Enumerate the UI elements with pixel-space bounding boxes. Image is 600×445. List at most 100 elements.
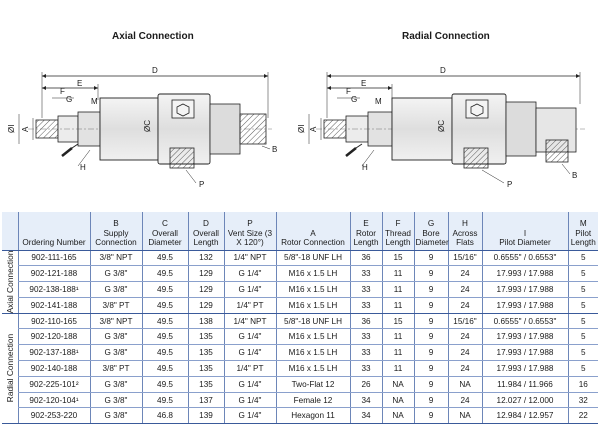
cell-ordering-number: 902-253-220: [17, 407, 90, 425]
cell-overall-length: 135: [187, 376, 224, 393]
cell-pilot-diameter: 0.6555" / 0.6553": [481, 313, 568, 330]
cell-ordering-number: 902-140-188: [17, 360, 90, 377]
axial-label-b: B: [272, 145, 277, 154]
cell-pilot-length: 5: [567, 360, 598, 377]
cell-rotor-connection: 5/8"-18 UNF LH: [275, 313, 350, 330]
cell-vent-size: 1/4" PT: [223, 297, 276, 314]
cell-pilot-diameter: 17.993 / 17.988: [481, 360, 568, 377]
group-label-cell: Axial Connection: [2, 250, 18, 314]
cell-thread-length: 11: [381, 344, 414, 362]
cell-overall-diameter: 49.5: [141, 297, 188, 314]
cell-supply-connection: 3/8" NPT: [89, 250, 142, 267]
cell-thread-length: 15: [381, 250, 414, 267]
axial-label-m: M: [91, 97, 98, 106]
cell-across-flats: 15/16": [447, 313, 482, 330]
cell-pilot-diameter: 17.993 / 17.988: [481, 328, 568, 346]
axial-title: Axial Connection: [112, 31, 194, 42]
cell-pilot-diameter: 17.993 / 17.988: [481, 265, 568, 283]
cell-pilot-length: 5: [567, 250, 598, 267]
radial-label-a: A: [309, 126, 318, 132]
radial-label-p: P: [507, 180, 512, 189]
axial-label-a: A: [21, 126, 30, 132]
cell-thread-length: NA: [381, 376, 414, 393]
cell-thread-length: NA: [381, 392, 414, 409]
cell-rotor-connection: Female 12: [275, 392, 350, 409]
cell-rotor-connection: 5/8"-18 UNF LH: [275, 250, 350, 267]
cell-vent-size: 1/4" PT: [223, 360, 276, 377]
axial-label-c: ØC: [143, 120, 152, 132]
cell-pilot-diameter: 12.984 / 12.957: [481, 407, 568, 425]
cell-ordering-number: 902-110-165: [17, 313, 90, 330]
cell-overall-diameter: 49.5: [141, 392, 188, 409]
cell-rotor-connection: M16 x 1.5 LH: [275, 281, 350, 298]
cell-thread-length: 11: [381, 360, 414, 377]
technical-drawings: Axial Connection D E F G M ØI A: [7, 31, 585, 189]
cell-supply-connection: G 3/8": [89, 281, 142, 298]
radial-label-e: E: [361, 79, 366, 88]
cell-supply-connection: G 3/8": [89, 376, 142, 393]
cell-rotor-length: 33: [349, 265, 382, 283]
cell-thread-length: 11: [381, 265, 414, 283]
radial-title: Radial Connection: [402, 31, 490, 42]
cell-supply-connection: G 3/8": [89, 265, 142, 283]
cell-rotor-length: 36: [349, 250, 382, 267]
cell-overall-length: 135: [187, 328, 224, 346]
radial-label-b: B: [572, 171, 577, 180]
cell-across-flats: 24: [447, 344, 482, 362]
cell-pilot-length: 5: [567, 265, 598, 283]
cell-overall-length: 129: [187, 265, 224, 283]
cell-rotor-connection: M16 x 1.5 LH: [275, 297, 350, 314]
cell-rotor-length: 36: [349, 313, 382, 330]
cell-pilot-diameter: 17.993 / 17.988: [481, 297, 568, 314]
axial-label-i: ØI: [7, 125, 16, 133]
radial-label-h: H: [362, 163, 368, 172]
axial-label-d: D: [152, 66, 158, 75]
cell-pilot-length: 5: [567, 344, 598, 362]
cell-supply-connection: G 3/8": [89, 344, 142, 362]
radial-label-f: F: [346, 87, 351, 96]
cell-pilot-diameter: 11.984 / 11.966: [481, 376, 568, 393]
cell-vent-size: 1/4" NPT: [223, 313, 276, 330]
radial-label-i: ØI: [297, 125, 306, 133]
group-label-cell: Radial Connection: [2, 313, 18, 425]
cell-overall-diameter: 49.5: [141, 344, 188, 362]
cell-overall-length: 129: [187, 281, 224, 298]
cell-overall-length: 139: [187, 407, 224, 425]
cell-pilot-length: 16: [567, 376, 598, 393]
cell-thread-length: 11: [381, 297, 414, 314]
group-label: Axial Connection: [4, 250, 15, 314]
cell-bore-diameter: 9: [413, 376, 448, 393]
cell-vent-size: G 1/4": [223, 392, 276, 409]
cell-vent-size: G 1/4": [223, 281, 276, 298]
cell-overall-diameter: 49.5: [141, 250, 188, 267]
header-ordering-number: Ordering Number: [17, 212, 90, 251]
cell-across-flats: 24: [447, 360, 482, 377]
axial-label-e: E: [77, 79, 82, 88]
cell-ordering-number: 902-141-188: [17, 297, 90, 314]
radial-label-d: D: [440, 66, 446, 75]
axial-drawing: Axial Connection D E F G M ØI A: [7, 31, 277, 189]
cell-pilot-length: 5: [567, 313, 598, 330]
cell-ordering-number: 902-138-188¹: [17, 281, 90, 298]
cell-rotor-connection: M16 x 1.5 LH: [275, 265, 350, 283]
cell-bore-diameter: 9: [413, 250, 448, 267]
cell-supply-connection: G 3/8": [89, 407, 142, 425]
cell-rotor-connection: Hexagon 11: [275, 407, 350, 425]
cell-across-flats: 15/16": [447, 250, 482, 267]
cell-overall-length: 132: [187, 250, 224, 267]
cell-pilot-diameter: 17.993 / 17.988: [481, 281, 568, 298]
cell-pilot-diameter: 0.6555" / 0.6553": [481, 250, 568, 267]
cell-across-flats: 24: [447, 328, 482, 346]
